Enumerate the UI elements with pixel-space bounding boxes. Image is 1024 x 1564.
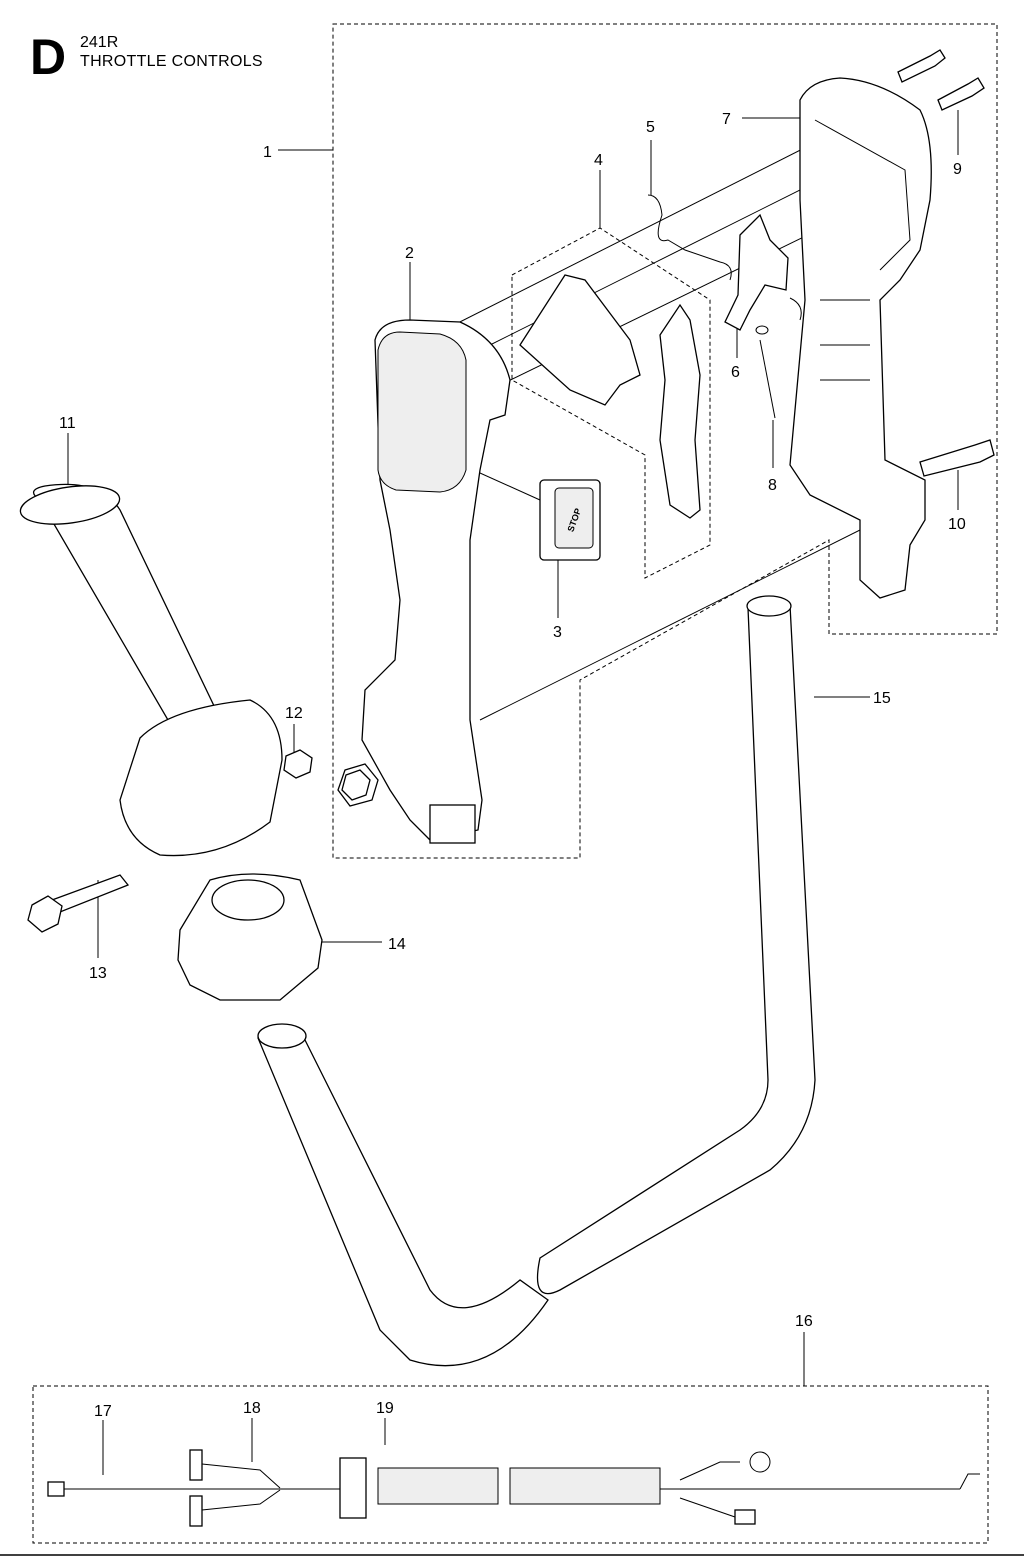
callout-12: 12 [285,705,303,722]
section-title: THROTTLE CONTROLS [80,53,263,70]
handle-nut [341,769,371,801]
grip-tube [19,483,283,857]
stop-switch: STOP [539,479,601,561]
callout-15: 15 [873,690,891,707]
callout-19: 19 [376,1400,394,1417]
callout-18: 18 [243,1400,261,1417]
callout-8: 8 [768,477,777,494]
nut-12 [283,749,313,779]
callout-3: 3 [553,624,562,641]
model-name: 241R [80,34,119,51]
assembly-boundary-16 [32,1385,989,1544]
clamp-14 [177,873,323,1001]
callout-2: 2 [405,245,414,262]
callout-6: 6 [731,364,740,381]
assembly-boundary-4 [511,227,711,579]
assembly-boundary-1 [332,23,998,859]
loop-handle-tube [257,595,816,1367]
throttle-trigger [519,274,701,519]
bolt-13 [27,874,130,933]
callout-14: 14 [388,936,406,953]
callout-1: 1 [263,144,272,161]
callout-17: 17 [94,1403,112,1420]
callout-5: 5 [646,119,655,136]
screws-right [897,49,995,477]
callout-4: 4 [594,152,603,169]
callout-16: 16 [795,1313,813,1330]
leader-lines [67,110,959,1475]
handle-right-half [789,77,932,599]
callout-11: 11 [59,415,76,432]
callout-9: 9 [953,161,962,178]
springs-and-levers [647,194,802,419]
handle-left-half [337,319,511,844]
callout-7: 7 [722,111,731,128]
stop-cable [47,1449,980,1527]
callout-13: 13 [89,965,107,982]
callout-labels: 1 2 3 4 5 6 7 8 9 10 11 12 13 14 15 16 1… [59,111,966,1420]
section-letter: D [30,29,67,85]
callout-10: 10 [948,516,966,533]
